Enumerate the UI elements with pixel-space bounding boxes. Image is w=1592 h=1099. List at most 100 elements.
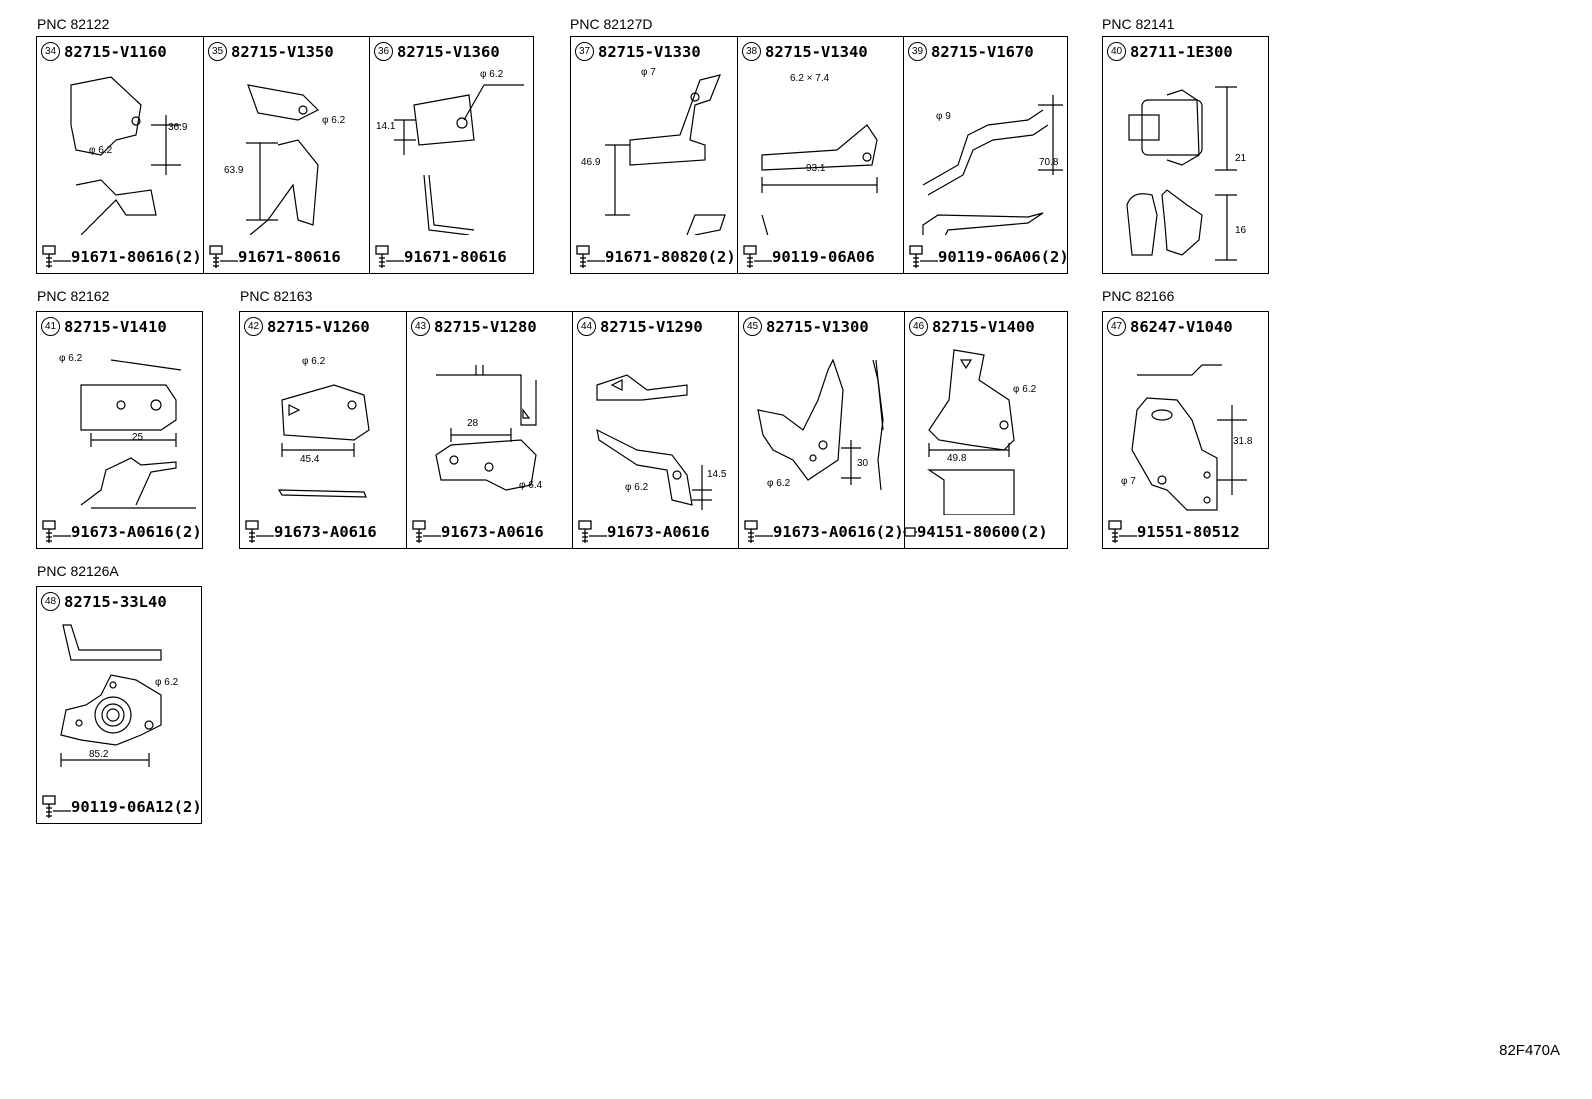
part-number: 82715-V1260 — [267, 317, 370, 336]
bolt-icon — [578, 520, 607, 543]
part-header: 35 82715-V1350 — [208, 42, 334, 61]
pnc-label-82166: PNC 82166 — [1102, 288, 1175, 304]
index-badge: 45 — [743, 317, 762, 336]
pnc-label-82122: PNC 82122 — [37, 16, 110, 32]
part-cell-42[interactable]: 42 82715-V1260 φ 6.2 45.4 91673-A0616 — [240, 312, 406, 548]
bolt-callout: 91673-A0616 — [411, 519, 544, 545]
dimension-label: φ 6.2 — [480, 69, 504, 80]
bolt-callout: 90119-06A06(2) — [908, 244, 1069, 270]
part-cell-47[interactable]: 47 86247-V1040 31.8 φ 7 91551-80512 — [1103, 312, 1269, 548]
bolt-callout: 91671-80820(2) — [575, 244, 736, 270]
part-cell-36[interactable]: 36 82715-V1360 φ 6.2 14.1 91671-80616 — [369, 37, 535, 273]
dimension-label: 36.9 — [168, 122, 188, 133]
dimension-label: 85.2 — [89, 749, 109, 760]
group-frame-82141: 40 82711-1E300 21 16 16 — [1102, 36, 1269, 274]
bolt-icon — [42, 795, 71, 818]
bolt-part-number: 91673-A0616 — [607, 523, 710, 541]
bolt-part-number: 90119-06A12(2) — [71, 798, 202, 816]
part-cell-39[interactable]: 39 82715-V1670 φ 9 70.8 90119-06A06(2) — [903, 37, 1069, 273]
bracket-drawing — [596, 374, 712, 510]
dimension-label: φ 6.2 — [59, 353, 83, 364]
part-number: 82715-V1350 — [231, 42, 334, 61]
index-badge: 46 — [909, 317, 928, 336]
index-badge: 42 — [244, 317, 263, 336]
pnc-label-82163: PNC 82163 — [240, 288, 313, 304]
dimension-label: φ 6.2 — [302, 356, 326, 367]
part-number: 82715-V1330 — [598, 42, 701, 61]
bolt-icon — [245, 520, 274, 543]
bolt-part-number: 91673-A0616(2) — [71, 523, 202, 541]
part-cell-35[interactable]: 35 82715-V1350 φ 6.2 63.9 91671-80616 — [203, 37, 369, 273]
dimension-label: 14.5 — [707, 469, 727, 480]
index-badge: 39 — [908, 42, 927, 61]
part-number: 82715-V1400 — [932, 317, 1035, 336]
part-header: 45 82715-V1300 — [743, 317, 869, 336]
part-number: 82715-V1340 — [765, 42, 868, 61]
bolt-callout: 91673-A0616 — [244, 519, 377, 545]
bolt-part-number: 91671-80616(2) — [71, 248, 202, 266]
part-cell-45[interactable]: 45 82715-V1300 φ 6.2 30 91673-A0616(2) — [738, 312, 904, 548]
dimension-label: 49.8 — [947, 453, 967, 464]
bolt-icon — [744, 520, 773, 543]
bracket-drawing — [246, 84, 320, 235]
part-header: 34 82715-V1160 — [41, 42, 167, 61]
dimension-label: 14.1 — [376, 121, 396, 132]
group-frame-82127d: 37 82715-V1330 φ 7 46.9 91671-80820(2) 3… — [570, 36, 1069, 274]
clip-drawing — [1126, 86, 1237, 261]
bracket-drawing — [922, 95, 1063, 235]
bolt-part-number: 91671-80616 — [238, 248, 341, 266]
part-header: 37 82715-V1330 — [575, 42, 701, 61]
bolt-part-number: 91671-80616 — [404, 248, 507, 266]
bolt-part-number: 90119-06A06(2) — [938, 248, 1069, 266]
part-header: 48 82715-33L40 — [41, 592, 167, 611]
pnc-label-82162: PNC 82162 — [37, 288, 110, 304]
index-badge: 41 — [41, 317, 60, 336]
index-badge: 47 — [1107, 317, 1126, 336]
part-cell-43[interactable]: 43 82715-V1280 28 φ 6.4 91673-A0616 — [406, 312, 572, 548]
part-number: 86247-V1040 — [1130, 317, 1233, 336]
bolt-icon — [909, 245, 938, 268]
part-number: 82715-V1280 — [434, 317, 537, 336]
part-cell-48[interactable]: 48 82715-33L40 φ 6.2 85.2 90119-06A12(2) — [37, 587, 202, 823]
bolt-icon — [743, 245, 772, 268]
part-number: 82715-V1290 — [600, 317, 703, 336]
pnc-label-82141: PNC 82141 — [1102, 16, 1175, 32]
dimension-label: 46.9 — [581, 157, 601, 168]
dimension-label: 6.2 × 7.4 — [790, 73, 830, 84]
bolt-callout: 91671-80616 — [208, 244, 341, 270]
part-cell-46[interactable]: 46 82715-V1400 φ 6.2 49.8 94151-80600(2) — [903, 312, 1069, 548]
bolt-icon — [375, 245, 404, 268]
bolt-icon — [209, 245, 238, 268]
part-cell-41[interactable]: 41 82715-V1410 φ 6.2 25 91673-A0616(2) — [37, 312, 203, 548]
dimension-label: 63.9 — [224, 165, 244, 176]
part-cell-34[interactable]: 34 82715-V1160 36.9 φ 6.2 91671-80616(2) — [37, 37, 203, 273]
dimension-label: φ 6.4 — [519, 480, 543, 491]
bolt-callout: 91671-80616(2) — [41, 244, 202, 270]
bolt-icon — [412, 520, 441, 543]
part-header: 41 82715-V1410 — [41, 317, 167, 336]
bolt-icon — [1108, 520, 1137, 543]
part-cell-44[interactable]: 44 82715-V1290 φ 6.2 14.5 91673-A0616 — [572, 312, 738, 548]
bolt-part-number: 91673-A0616 — [441, 523, 544, 541]
pnc-label-82127d: PNC 82127D — [570, 16, 653, 32]
bracket-drawing — [60, 624, 162, 767]
drawing-code: 82F470A — [1499, 1042, 1560, 1059]
dimension-label: 70.8 — [1039, 157, 1059, 168]
part-number: 82715-V1410 — [64, 317, 167, 336]
bolt-callout: 91551-80512 — [1107, 519, 1240, 545]
index-badge: 40 — [1107, 42, 1126, 61]
bolt-part-number: 94151-80600(2) — [917, 523, 1048, 541]
dimension-label: φ 7 — [641, 67, 656, 78]
bracket-drawing — [394, 84, 524, 235]
bolt-part-number: 91673-A0616 — [274, 523, 377, 541]
index-badge: 37 — [575, 42, 594, 61]
part-number: 82715-V1160 — [64, 42, 167, 61]
index-badge: 43 — [411, 317, 430, 336]
dimension-label: φ 6.2 — [767, 478, 791, 489]
bolt-callout: 90119-06A06 — [742, 244, 875, 270]
part-cell-40[interactable]: 40 82711-1E300 21 16 16 — [1103, 37, 1269, 273]
dimension-label: φ 7 — [1121, 476, 1136, 487]
part-cell-38[interactable]: 38 82715-V1340 6.2 × 7.4 93.1 90119-06A0… — [737, 37, 903, 273]
part-cell-37[interactable]: 37 82715-V1330 φ 7 46.9 91671-80820(2) — [571, 37, 737, 273]
part-number: 82715-V1360 — [397, 42, 500, 61]
